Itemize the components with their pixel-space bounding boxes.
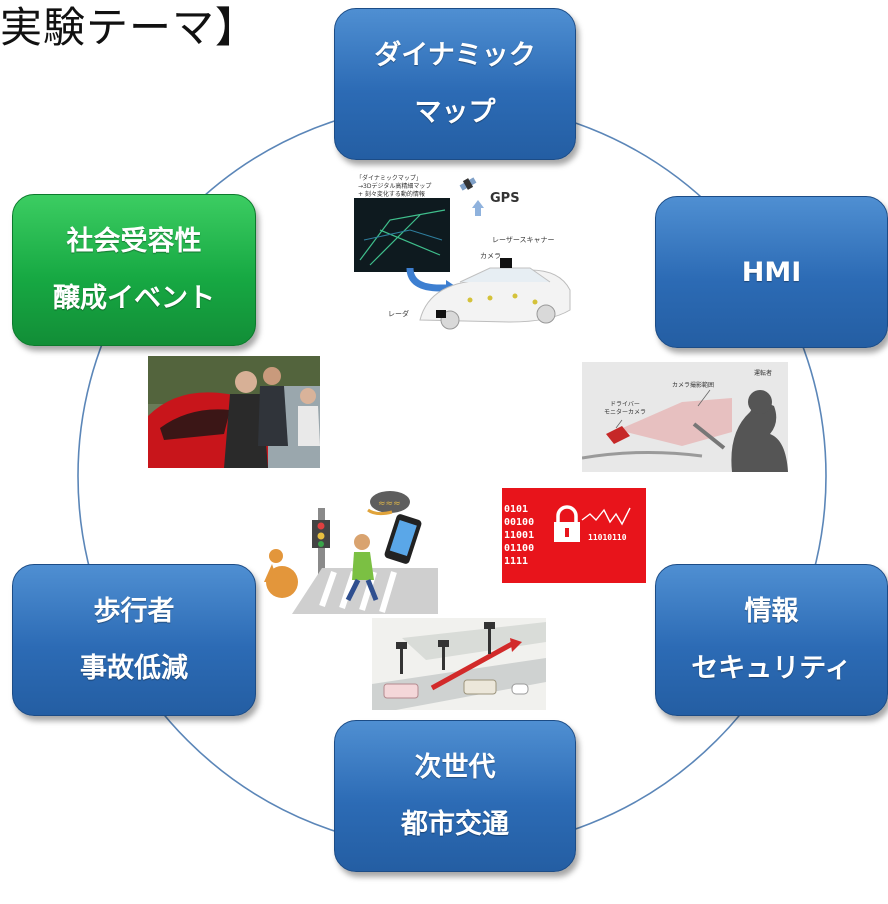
- map-caption-1: 「ダイナミックマップ」: [356, 174, 422, 182]
- node-urban-transport-line2: 都市交通: [401, 809, 509, 840]
- bits-line-5: 1111: [504, 556, 528, 567]
- node-dynamic-map-line2: マップ: [414, 97, 496, 128]
- urban-transport-illustration: [372, 618, 546, 710]
- map-caption-2: →3Dデジタル高精細マップ: [358, 182, 431, 190]
- monitor-label-1: ドライバー: [610, 401, 640, 408]
- radar-label: レーダ: [388, 309, 409, 318]
- map-caption-3: + 刻々変化する動的情報: [358, 190, 425, 198]
- gps-label: GPS: [490, 191, 520, 206]
- bits-line-4: 01100: [504, 543, 534, 554]
- node-pedestrian[interactable]: 歩行者 事故低減: [12, 564, 256, 716]
- node-security[interactable]: 情報 セキュリティ: [655, 564, 888, 716]
- node-pedestrian-line1: 歩行者: [93, 596, 175, 627]
- driver-monitor-illustration: カメラ撮影範囲 運転者 ドライバー モニターカメラ: [582, 362, 788, 472]
- node-dynamic-map[interactable]: ダイナミック マップ: [334, 8, 576, 160]
- event-photo: [148, 356, 320, 468]
- bits-line-3: 11001: [504, 530, 534, 541]
- node-urban-transport[interactable]: 次世代 都市交通: [334, 720, 576, 872]
- node-social-acceptance[interactable]: 社会受容性 醸成イベント: [12, 194, 256, 346]
- node-urban-transport-line1: 次世代: [414, 752, 496, 783]
- node-social-acceptance-line1: 社会受容性: [66, 226, 202, 257]
- node-social-acceptance-line2: 醸成イベント: [53, 283, 215, 314]
- page-title: 実験テーマ】: [0, 3, 259, 52]
- bits-right: 11010110: [588, 533, 627, 542]
- node-security-line2: セキュリティ: [691, 653, 852, 684]
- security-illustration: 0101 00100 11001 01100 1111 11010110: [502, 488, 646, 583]
- camera-range-label: カメラ撮影範囲: [672, 381, 714, 389]
- svg-text:≈≈≈: ≈≈≈: [378, 499, 401, 509]
- bits-line-2: 00100: [504, 517, 534, 528]
- pedestrian-illustration: ≈≈≈: [262, 486, 438, 614]
- driver-label: 運転者: [754, 369, 772, 377]
- camera-label: カメラ: [480, 252, 501, 260]
- node-hmi-label: HMI: [741, 256, 802, 288]
- node-dynamic-map-line1: ダイナミック: [374, 40, 536, 71]
- monitor-label-2: モニターカメラ: [604, 408, 646, 416]
- node-pedestrian-line2: 事故低減: [80, 653, 188, 684]
- node-security-line1: 情報: [744, 596, 799, 627]
- dynamic-map-illustration: 「ダイナミックマップ」 →3Dデジタル高精細マップ + 刻々変化する動的情報 G…: [350, 170, 580, 330]
- laser-scanner-label: レーザースキャナー: [492, 236, 555, 244]
- node-hmi[interactable]: HMI: [655, 196, 888, 348]
- bits-line-1: 0101: [504, 504, 528, 515]
